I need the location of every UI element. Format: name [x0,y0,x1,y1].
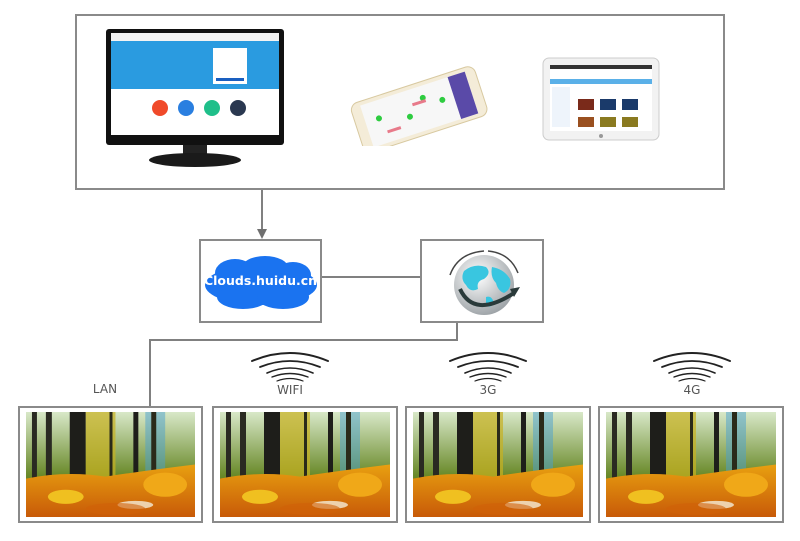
forest-image [220,412,390,517]
phone-icon [345,66,490,146]
arrow-down-icon [257,229,267,239]
screen-lan [18,406,203,523]
devices-panel [75,14,725,190]
screen-4g [598,406,784,523]
connector-globe-down [456,323,458,341]
wifi-signal-icon [250,349,330,383]
screen-wifi [212,406,398,523]
cloud-server-box: Clouds.huidu.cn [199,239,322,323]
label-4g: 4G [683,383,701,397]
connector-lan-down [149,339,151,407]
tablet-icon [542,57,660,141]
arrow-line [261,190,263,230]
monitor-icon [105,28,285,170]
screen-3g [405,406,591,523]
globe-icon [442,245,524,319]
forest-image [413,412,583,517]
cloud-icon [203,255,319,311]
forest-image [26,412,195,517]
label-lan: LAN [92,382,118,396]
forest-image [606,412,776,517]
connector-horizontal [149,339,458,341]
label-wifi: WIFI [277,383,303,397]
3g-signal-icon [448,349,528,383]
internet-box [420,239,544,323]
connector-cloud-globe [322,276,420,278]
label-3g: 3G [479,383,497,397]
cloud-label: Clouds.huidu.cn [203,273,318,288]
4g-signal-icon [652,349,732,383]
